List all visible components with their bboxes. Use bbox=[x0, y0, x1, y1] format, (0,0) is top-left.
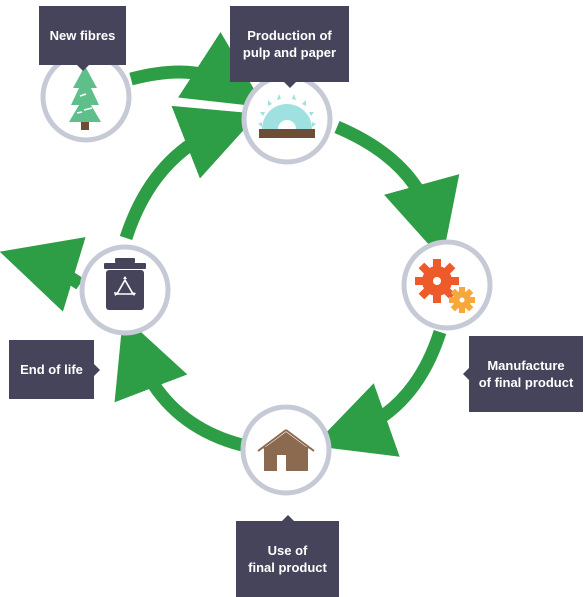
recycle-bin-icon bbox=[104, 258, 146, 310]
saw-blade-icon bbox=[258, 94, 316, 138]
gears-icon bbox=[415, 259, 475, 313]
label-production: Production of pulp and paper bbox=[230, 6, 349, 88]
label-production-text: Production of pulp and paper bbox=[242, 28, 337, 60]
node-manufacture bbox=[401, 239, 493, 331]
arrow-end-to-production bbox=[119, 105, 259, 241]
node-end-of-life bbox=[79, 244, 171, 336]
label-new-fibres-text: New fibres bbox=[49, 28, 116, 43]
house-icon bbox=[257, 429, 315, 471]
arrow-new-to-production bbox=[129, 32, 265, 108]
tree-icon bbox=[69, 66, 101, 130]
label-use-text: Use of final product bbox=[248, 543, 327, 575]
label-manufacture-text: Manufacture of final product bbox=[478, 358, 574, 390]
arrow-manufacture-to-use bbox=[313, 330, 447, 457]
label-end-of-life-text: End of life bbox=[20, 362, 83, 377]
label-use: Use of final product bbox=[236, 515, 339, 597]
label-new-fibres: New fibres bbox=[39, 6, 126, 71]
node-production bbox=[241, 73, 333, 165]
label-end-of-life: End of life bbox=[9, 340, 100, 399]
cycle-arrows bbox=[0, 32, 460, 457]
arrow-production-to-manufacture bbox=[334, 121, 460, 260]
arrow-end-exit bbox=[0, 237, 86, 312]
node-use bbox=[240, 404, 332, 496]
cycle-diagram bbox=[0, 32, 493, 496]
arrow-use-to-end bbox=[114, 315, 244, 452]
label-manufacture: Manufacture of final product bbox=[463, 336, 583, 412]
